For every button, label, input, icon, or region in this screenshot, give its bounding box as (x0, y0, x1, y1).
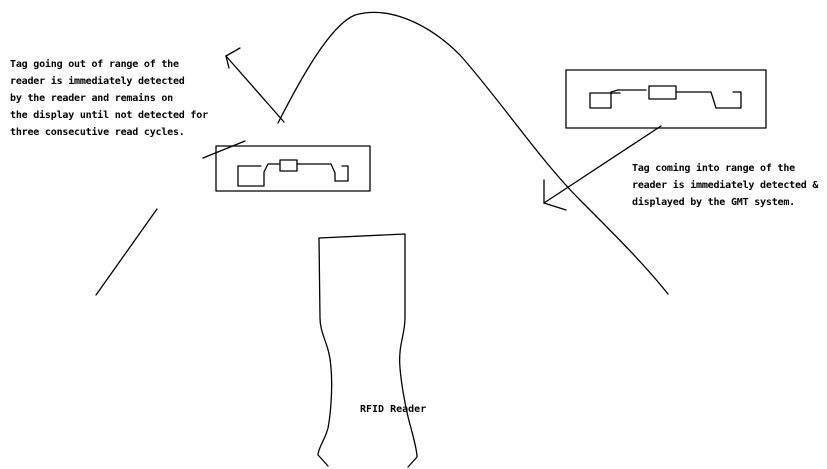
tag-entering-description: Tag coming into range of the reader is i… (632, 160, 818, 211)
tag-leaving-line-5: three consecutive read cycles. (10, 124, 208, 141)
read-range-arc (278, 12, 668, 294)
tag-entering-line-3: displayed by the GMT system. (632, 194, 818, 211)
tag-leaving-line-4: the display until not detected for (10, 107, 208, 124)
tag-entering-line-2: reader is immediately detected & (632, 177, 818, 194)
range-line-left (96, 209, 157, 295)
tag-entering-line-1: Tag coming into range of the (632, 160, 818, 177)
tag-leaving-line-1: Tag going out of range of the (10, 56, 208, 73)
tag-leaving-description: Tag going out of range of the reader is … (10, 56, 208, 141)
rfid-tag-right (566, 70, 766, 128)
rfid-tag-left (216, 146, 370, 191)
tag-leaving-line-3: by the reader and remains on (10, 90, 208, 107)
arrow-out-of-range (226, 48, 284, 122)
left-note-pointer (203, 141, 245, 158)
rfid-reader-device (318, 234, 417, 467)
reader-label: RFID Reader (360, 404, 426, 415)
tag-leaving-line-2: reader is immediately detected (10, 73, 208, 90)
